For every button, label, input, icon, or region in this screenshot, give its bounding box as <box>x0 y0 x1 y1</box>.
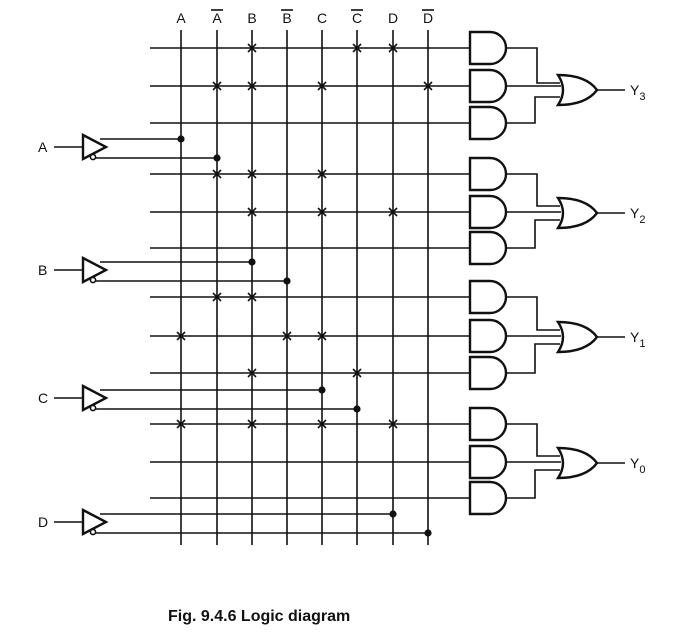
and-gate <box>468 279 508 315</box>
inversion-bubble <box>89 276 97 284</box>
and-to-or-wire <box>506 173 560 207</box>
input-label-d: D <box>38 514 48 530</box>
connection-cross-icon <box>247 43 257 53</box>
connection-cross-icon <box>317 207 327 217</box>
and-to-or-wire <box>506 469 560 499</box>
column-label-c-bar: C <box>352 10 362 26</box>
and-gate <box>468 318 508 354</box>
and-gate <box>468 30 508 66</box>
connection-cross-icon <box>176 419 186 429</box>
junction-dot <box>389 510 397 518</box>
and-to-or-wire <box>506 47 560 84</box>
column-label-d: D <box>388 10 398 26</box>
junction-dot <box>424 529 432 537</box>
connection-cross-icon <box>212 292 222 302</box>
product-term-lines <box>150 47 470 499</box>
junction-dot <box>318 386 326 394</box>
column-label-c: C <box>317 10 327 26</box>
output-label-y3: Y3 <box>630 82 645 103</box>
connection-cross-icon <box>423 81 433 91</box>
input-buffers: A B C D <box>38 133 432 537</box>
fuse-connections <box>176 43 433 429</box>
inversion-bubble <box>89 528 97 536</box>
buffer-inverter-icon <box>81 133 109 161</box>
or-gate <box>555 196 599 230</box>
junction-dot <box>353 405 361 413</box>
column-label-d-bar: D <box>423 10 433 26</box>
junction-dot <box>177 135 185 143</box>
connection-cross-icon <box>388 43 398 53</box>
connection-cross-icon <box>247 368 257 378</box>
connection-cross-icon <box>212 169 222 179</box>
connection-cross-icon <box>247 292 257 302</box>
or-gate <box>555 73 599 107</box>
junction-dot <box>248 258 256 266</box>
and-to-or-wire <box>506 96 560 124</box>
connection-cross-icon <box>352 368 362 378</box>
column-label-a: A <box>176 10 186 26</box>
and-gate <box>468 480 508 516</box>
connection-cross-icon <box>247 207 257 217</box>
column-lines <box>180 30 429 545</box>
connection-cross-icon <box>317 81 327 91</box>
buffer-inverter-icon <box>81 508 109 536</box>
output-label-y0: Y0 <box>630 455 645 476</box>
and-gate <box>468 230 508 266</box>
inversion-bubble <box>89 404 97 412</box>
and-to-or-wire <box>506 219 560 249</box>
and-to-or-wire <box>506 423 560 457</box>
connection-cross-icon <box>176 331 186 341</box>
and-to-or-wire <box>506 343 560 374</box>
buffer-inverter-icon <box>81 384 109 412</box>
connection-cross-icon <box>388 207 398 217</box>
connection-cross-icon <box>388 419 398 429</box>
connection-cross-icon <box>317 169 327 179</box>
and-to-or-wire <box>506 296 560 331</box>
connection-cross-icon <box>212 81 222 91</box>
junction-dot <box>283 277 291 285</box>
connection-cross-icon <box>282 331 292 341</box>
or-gate <box>555 320 599 354</box>
output-label-y1: Y1 <box>630 329 645 350</box>
and-gate <box>468 406 508 442</box>
connection-cross-icon <box>247 81 257 91</box>
connection-cross-icon <box>317 419 327 429</box>
buffer-inverter-icon <box>81 256 109 284</box>
connection-cross-icon <box>352 43 362 53</box>
and-gate <box>468 355 508 391</box>
figure-caption: Fig. 9.4.6 Logic diagram <box>168 608 350 625</box>
connection-cross-icon <box>247 169 257 179</box>
and-gate <box>468 105 508 141</box>
column-label-b-bar: B <box>282 10 291 26</box>
input-label-c: C <box>38 390 48 406</box>
and-gate <box>468 444 508 480</box>
input-label-a: A <box>38 139 48 155</box>
and-gate <box>468 68 508 104</box>
and-gate <box>468 194 508 230</box>
column-label-b: B <box>247 10 256 26</box>
and-gate <box>468 156 508 192</box>
connection-cross-icon <box>317 331 327 341</box>
junction-dot <box>213 154 221 162</box>
connection-cross-icon <box>247 419 257 429</box>
output-label-y2: Y2 <box>630 205 645 226</box>
or-gate <box>555 446 599 480</box>
column-label-a-bar: A <box>212 10 222 26</box>
input-label-b: B <box>38 262 47 278</box>
inversion-bubble <box>89 153 97 161</box>
